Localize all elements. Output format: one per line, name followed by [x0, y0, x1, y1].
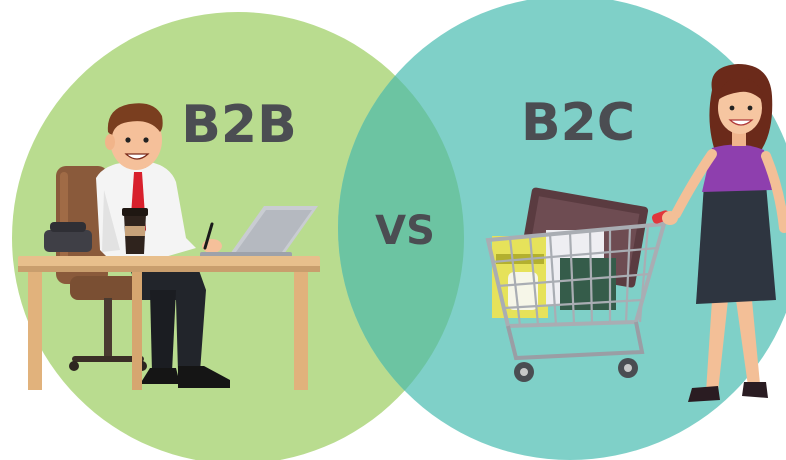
- shoe-left: [140, 368, 180, 384]
- heel-left: [688, 386, 720, 402]
- woman-shopper: [662, 64, 786, 402]
- desk-phone: [44, 222, 92, 252]
- purple-top: [702, 144, 772, 192]
- heel-right: [742, 382, 768, 398]
- b2b-label: B2B: [181, 95, 296, 155]
- desk: [18, 256, 320, 390]
- vs-label: VS: [375, 208, 435, 254]
- shopping-cart: [485, 187, 671, 382]
- pen: [203, 222, 214, 250]
- coffee-cup: [122, 208, 148, 254]
- businessman-at-desk: [18, 103, 320, 390]
- businessman-head: [110, 110, 162, 170]
- trousers: [128, 262, 206, 372]
- dark-skirt: [696, 184, 776, 304]
- businessman-hair: [107, 103, 163, 136]
- b2c-label: B2C: [521, 93, 635, 153]
- shoe-right: [178, 366, 230, 388]
